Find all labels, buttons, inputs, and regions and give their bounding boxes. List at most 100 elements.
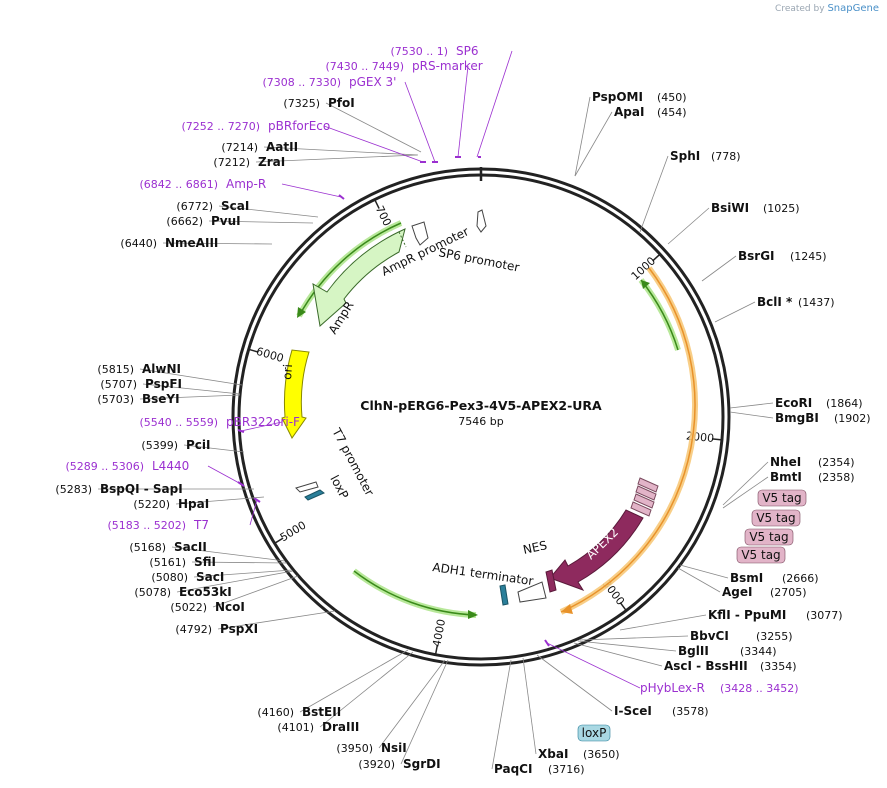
restriction-site: SfiI(5161): [149, 555, 216, 569]
snapgene-logo: SnapGene: [827, 3, 879, 14]
primer-range: (7530 .. 1): [390, 45, 448, 58]
site-position: (5022): [170, 601, 207, 614]
ampr-feature: [312, 228, 406, 327]
site-position: (3354): [760, 660, 797, 673]
site-name: BspQI - SapI: [100, 482, 183, 496]
restriction-site: BseYI(5703): [97, 392, 179, 406]
restriction-site: PspOMI(450): [592, 90, 687, 104]
site-name: KflI - PpuMI: [708, 608, 786, 622]
site-position: (6440): [120, 237, 157, 250]
restriction-site: PspFI(5707): [100, 377, 182, 391]
primer-leader-line: [281, 183, 342, 198]
restriction-site: AscI - BssHII(3354): [664, 659, 797, 673]
site-position: (5080): [151, 571, 188, 584]
restriction-site: KflI - PpuMI (3077): [708, 608, 843, 622]
site-name: DraIII: [322, 720, 359, 734]
restriction-site: NsiI(3950): [336, 741, 406, 755]
tick-label: 4000: [430, 618, 448, 648]
site-leader-line: [142, 383, 241, 395]
restriction-site: BsmI(2666): [730, 571, 819, 585]
site-position: (2705): [770, 586, 807, 599]
site-position: (7325): [283, 97, 320, 110]
primer-label: (7308 .. 7330)pGEX 3': [262, 75, 396, 89]
restriction-site: AlwNI(5815): [97, 362, 181, 376]
site-leader-line: [218, 205, 319, 218]
site-position: (5220): [133, 498, 170, 511]
plasmid-size: 7546 bp: [458, 415, 503, 428]
orf-arc-green-left-line: [298, 222, 402, 317]
site-position: (3077): [806, 609, 843, 622]
primer-label: (3428 .. 3452)pHybLex-R: [640, 681, 799, 695]
v5-tag-label-1: V5 tag: [762, 491, 801, 505]
site-position: (3920): [358, 758, 395, 771]
site-leader-line: [677, 567, 721, 593]
orf-arrowhead-green-bottom: [468, 610, 478, 619]
site-leader-line: [639, 155, 669, 233]
site-leader-line: [722, 461, 769, 506]
site-name: BstEII: [302, 705, 341, 719]
site-name: I-SceI: [614, 704, 652, 718]
site-leader-line: [573, 642, 663, 667]
orf-arrowhead-orange: [561, 604, 573, 614]
primer-leader-line: [249, 499, 258, 526]
site-position: (3344): [740, 645, 777, 658]
site-position: (3716): [548, 763, 585, 776]
restriction-site: AatII(7214): [221, 140, 298, 154]
restriction-site: PvuI(6662): [166, 214, 240, 228]
primer-range: (7430 .. 7449): [325, 60, 404, 73]
loxp-feature-left: [304, 489, 325, 501]
site-leader-line: [729, 411, 774, 419]
site-name: BsiWI: [711, 201, 749, 215]
primer-range: (5183 .. 5202): [107, 519, 186, 532]
restriction-site: SacII(5168): [129, 540, 206, 554]
site-leader-line: [579, 635, 689, 641]
site-name: PaqCI: [494, 762, 532, 776]
restriction-site: BmgBI(1902): [775, 411, 871, 425]
sp6-promoter-arrow: [476, 209, 487, 233]
site-leader-line: [722, 476, 769, 509]
primer-leader-line: [457, 65, 469, 158]
t7-promoter-arrow: [295, 481, 319, 493]
site-leader-line: [667, 207, 710, 245]
tick-mark: [711, 438, 722, 441]
loxp-label-left: loxP: [327, 473, 351, 501]
primer-label: (6842 .. 6861)Amp-R: [139, 177, 266, 191]
site-leader-line: [325, 102, 422, 153]
orf-arrowhead-green-left: [297, 307, 306, 318]
site-leader-line: [619, 614, 707, 631]
site-position: (5078): [134, 586, 171, 599]
restriction-site: XbaI(3650): [538, 747, 620, 761]
sp6-promoter-label: SP6 promoter: [437, 245, 520, 274]
site-position: (2358): [818, 471, 855, 484]
site-position: (2354): [818, 456, 855, 469]
site-name: Eco53kI: [179, 585, 232, 599]
site-name: XbaI: [538, 747, 568, 761]
site-leader-line: [679, 564, 729, 579]
restriction-site: ApaI(454): [614, 105, 687, 119]
site-position: (6662): [166, 215, 203, 228]
site-position: (4160): [257, 706, 294, 719]
restriction-site: EcoRI(1864): [775, 396, 863, 410]
site-position: (1864): [826, 397, 863, 410]
site-leader-line: [175, 496, 265, 505]
credit-prefix: Created by: [775, 4, 825, 14]
primer-leader-line: [476, 50, 513, 158]
site-leader-line: [319, 651, 414, 728]
restriction-site: BspQI - SapI(5283): [55, 482, 182, 496]
restriction-site: NcoI(5022): [170, 600, 244, 614]
site-position: (6772): [176, 200, 213, 213]
restriction-site: BstEII (4160): [257, 705, 341, 719]
site-name: SphI: [670, 149, 700, 163]
leader-lines: [98, 50, 774, 770]
v5-tag-label-4: V5 tag: [741, 548, 780, 562]
restriction-site: PaqCI (3716): [494, 762, 585, 776]
site-position: (5703): [97, 393, 134, 406]
ampr-promoter-marker: [398, 231, 407, 248]
site-name: BglII: [678, 644, 709, 658]
tick-mark: [619, 602, 627, 612]
primer-name: pGEX 3': [349, 75, 396, 89]
site-name: ApaI: [614, 105, 644, 119]
site-name: AgeI: [722, 585, 752, 599]
v5-tag-label-3: V5 tag: [749, 530, 788, 544]
